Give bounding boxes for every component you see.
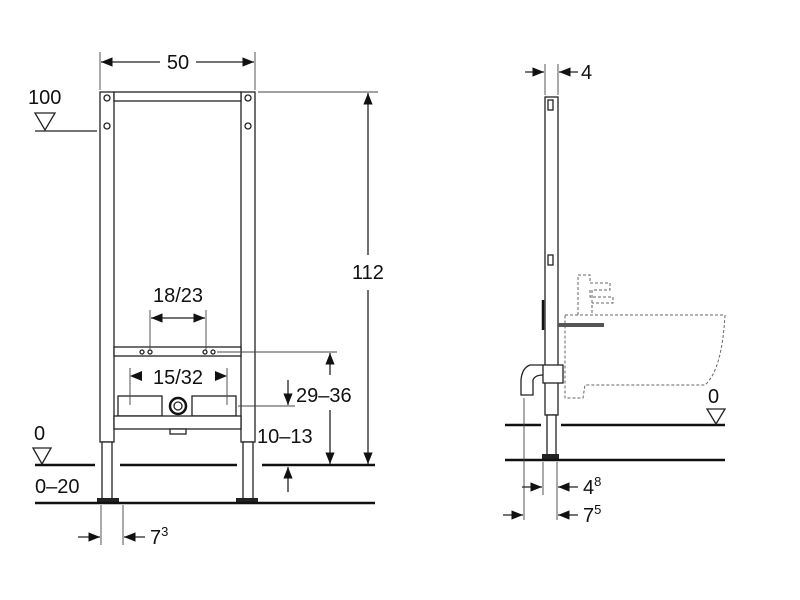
level-triangle-icon (31, 447, 53, 466)
threaded-rod (558, 323, 604, 327)
bottom-rail (113, 415, 242, 430)
faucet-outline (589, 290, 614, 304)
bottom-bracket (169, 428, 187, 435)
connection-hole (210, 349, 216, 355)
outlet-spacing-label: 15/32 (153, 367, 203, 389)
connection-hole (202, 349, 208, 355)
total-depth-dimension: 75 (583, 502, 601, 527)
frame-depth-label: 4 (583, 477, 594, 499)
bolt-hole (103, 94, 111, 102)
level-triangle-icon (705, 408, 727, 426)
side-view: 0 4 48 75 (503, 62, 727, 527)
level-triangle-icon (33, 112, 57, 132)
frame-depth-dimension: 48 (583, 474, 601, 499)
bolt-hole (103, 122, 111, 130)
arrowhead-icon (130, 371, 142, 381)
mounting-plate (117, 395, 163, 417)
drain-bend (520, 364, 544, 396)
right-foot (236, 498, 258, 503)
depth-label: 4 (581, 62, 592, 84)
left-foot (97, 498, 119, 503)
drain-outlet (168, 396, 188, 416)
faucet-outline (577, 274, 611, 315)
top-rail (113, 91, 242, 102)
floor-level-label: 0 (34, 423, 45, 445)
height-label: 112 (352, 262, 384, 284)
total-depth-sup: 5 (594, 502, 601, 517)
foot-offset-dimension: 73 (150, 524, 168, 549)
foot-offset-label: 7 (150, 527, 161, 549)
frame-slot (547, 254, 554, 266)
top-level-label: 100 (28, 87, 61, 109)
connection-height-label: 29–36 (296, 385, 352, 407)
side-floor-level-label: 0 (708, 386, 719, 408)
outlet-height-label: 10–13 (257, 426, 313, 448)
mounting-plate (191, 395, 237, 417)
arrowhead-icon (215, 371, 227, 381)
bolt-hole (244, 122, 252, 130)
frame-depth-sup: 8 (594, 474, 601, 489)
bidet-outline (564, 314, 726, 399)
frame-slot (547, 99, 554, 111)
floor-adjust-label: 0–20 (35, 476, 80, 498)
left-post (99, 91, 115, 443)
leg-side (546, 414, 557, 458)
width-label: 50 (167, 52, 189, 74)
foot-offset-sup: 3 (161, 524, 168, 539)
front-view: 50 100 112 18/23 15/32 29–36 10–13 0 0–2… (28, 52, 384, 549)
crossbar (113, 346, 242, 357)
connection-spacing-label: 18/23 (153, 285, 203, 307)
foot-side (542, 454, 559, 459)
drain-outlet-inner (173, 401, 183, 411)
drain-connector (542, 364, 564, 384)
right-leg (242, 441, 254, 501)
bolt-hole (244, 94, 252, 102)
connection-hole (139, 349, 145, 355)
total-depth-label: 7 (583, 505, 594, 527)
right-post (240, 91, 256, 443)
left-leg (101, 441, 113, 501)
